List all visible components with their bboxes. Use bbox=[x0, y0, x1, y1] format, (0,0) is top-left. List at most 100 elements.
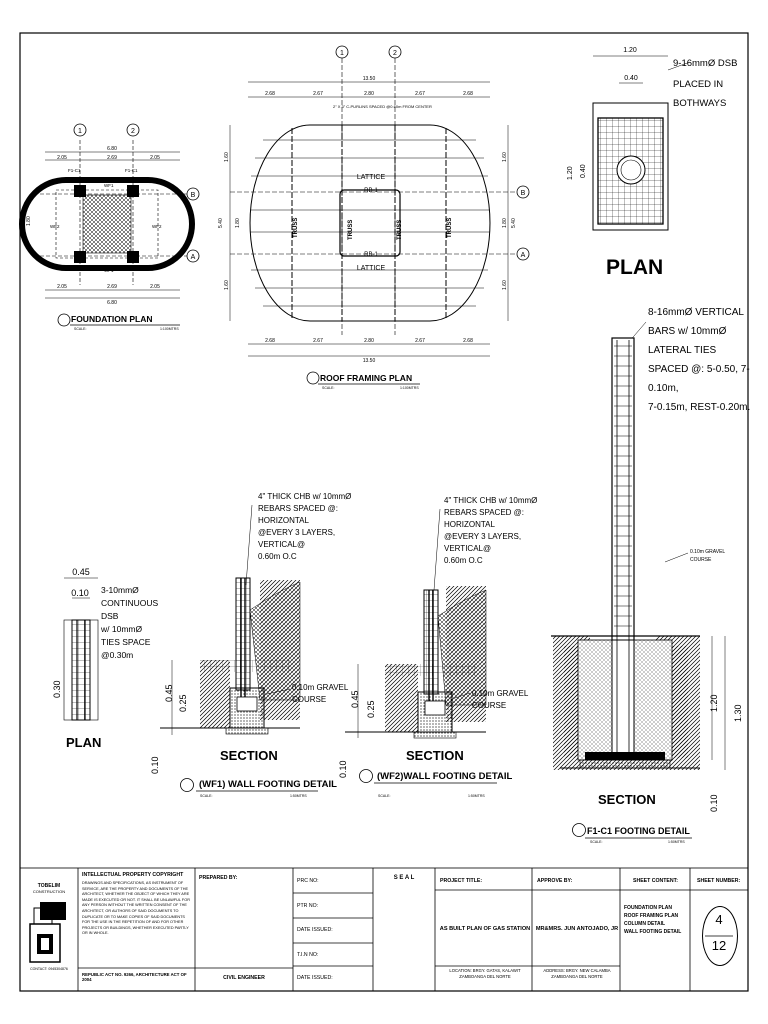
cp-dim-side-inner: 0.40 bbox=[580, 164, 587, 178]
rp-bdim-4: 2.67 bbox=[415, 338, 425, 344]
ip-text: DRAWINGS AND SPECIFICATIONS, AS INSTRUME… bbox=[82, 881, 190, 936]
wf1-note-1: 4" THICK CHB w/ 10mmØ bbox=[258, 492, 351, 501]
rp-dim-4: 2.67 bbox=[415, 91, 425, 97]
column-section: 8-16mmØ VERTICAL BARS w/ 10mmØ LATERAL T… bbox=[551, 307, 750, 844]
rp-grid-a: A bbox=[521, 252, 526, 259]
fp-grid-1 bbox=[73, 123, 87, 137]
rp-dim-1: 2.68 bbox=[265, 91, 275, 97]
fp-tag-wf1-b: WF1 bbox=[104, 268, 114, 273]
wf2-scale: 1:50MTRS bbox=[468, 794, 485, 798]
approve-label: APPROVE BY: bbox=[537, 878, 573, 884]
rp-scale-label: SCALE: bbox=[322, 386, 334, 390]
rp-scale: 1:100MTRS bbox=[400, 386, 419, 390]
wf2-detail-title: (WF2)WALL FOOTING DETAIL bbox=[377, 771, 512, 782]
wf2-note-6: 0.60m O.C bbox=[444, 556, 483, 565]
ip-footer: REPUBLIC ACT NO. 9266, ARCHITECTURE ACT … bbox=[82, 972, 187, 982]
rp-bdim-1: 2.68 bbox=[265, 338, 275, 344]
date-issued-2: DATE ISSUED: bbox=[297, 975, 333, 981]
fp-tag-wf2-a: WF2 bbox=[50, 224, 60, 229]
rp-rb-bottom: RB-1 bbox=[364, 252, 378, 258]
cs-gravel-1: 0.10m GRAVEL bbox=[690, 549, 725, 555]
wp-note-5: TIES SPACE bbox=[101, 637, 151, 647]
fp-tag-f1c1-b: F1-C1 bbox=[125, 168, 138, 173]
cs-note-4: SPACED @: 5-0.50, 7- bbox=[648, 364, 750, 375]
fp-title: FOUNDATION PLAN bbox=[71, 314, 153, 324]
fp-grid-a bbox=[186, 249, 200, 263]
wf2-note-3: HORIZONTAL bbox=[444, 520, 496, 529]
wf2-note-4: @EVERY 3 LAYERS, bbox=[444, 532, 521, 541]
wp-title: PLAN bbox=[66, 735, 101, 750]
prepared-by-label: PREPARED BY: bbox=[199, 875, 238, 881]
fp-grid-b-label: B bbox=[191, 192, 196, 199]
logo-text: TOBELIM bbox=[38, 883, 60, 889]
fp-tag-wf2-b: WF2 bbox=[152, 224, 162, 229]
company-logo: TOBELIM CONSTRUCTION CONTACT: 0945304876 bbox=[29, 883, 68, 971]
prc-label: PRC NO: bbox=[297, 878, 319, 884]
logo-footer: CONTACT: 0945304876 bbox=[30, 967, 68, 971]
rp-lattice-top: LATTICE bbox=[357, 174, 386, 181]
cs-note-3: LATERAL TIES bbox=[648, 345, 717, 356]
wf2-dim-c: 0.10 bbox=[338, 760, 348, 778]
fp-scale-label: SCALE: bbox=[74, 327, 86, 331]
wf1-note-3: HORIZONTAL bbox=[258, 516, 310, 525]
sheet-content-4: WALL FOOTING DETAIL bbox=[624, 929, 682, 935]
rp-truss-2: TRUSS bbox=[348, 220, 354, 240]
sheet-content-3: COLUMN DETAIL bbox=[624, 921, 666, 927]
fp-dim-1: 2.05 bbox=[57, 155, 67, 161]
project-title: AS BUILT PLAN OF GAS STATION bbox=[439, 926, 531, 932]
rp-title: ROOF FRAMING PLAN bbox=[320, 373, 412, 383]
wf1-note-4: @EVERY 3 LAYERS, bbox=[258, 528, 335, 537]
wp-note-1: 3-10mmØ bbox=[101, 585, 139, 595]
rp-grid-2: 2 bbox=[393, 50, 397, 57]
rp-side-r1: 1.60 bbox=[502, 152, 508, 162]
wf1-note-6: 0.60m O.C bbox=[258, 552, 297, 561]
rp-truss-4: TRUSS bbox=[447, 218, 453, 238]
cp-note-2: PLACED IN bbox=[673, 79, 723, 90]
cs-scale: 1:50MTRS bbox=[668, 840, 685, 844]
wf2-dim-b: 0.25 bbox=[366, 700, 376, 718]
rp-dim-2: 2.67 bbox=[313, 91, 323, 97]
rp-grid-b: B bbox=[521, 190, 526, 197]
sheet-total: 12 bbox=[711, 938, 727, 953]
wf1-note-2: REBARS SPACED @: bbox=[258, 504, 338, 513]
cp-dim-outer: 1.20 bbox=[623, 47, 637, 54]
rp-rb-top: RB-1 bbox=[364, 188, 378, 194]
fp-dim-3: 2.05 bbox=[150, 155, 160, 161]
fp-side-dim: 1.80 bbox=[26, 216, 32, 226]
tin-label: T.I.N NO: bbox=[297, 952, 319, 958]
rp-side-3: 1.60 bbox=[224, 280, 230, 290]
fp-bdim-2: 2.69 bbox=[107, 284, 117, 290]
approve-name: MR&MRS. JUN ANTOJADO, JR bbox=[535, 926, 619, 932]
wp-note-2: CONTINUOUS bbox=[101, 598, 158, 608]
rp-bdim-3: 2.80 bbox=[364, 338, 374, 344]
prepared-role: CIVIL ENGINEER bbox=[223, 975, 265, 981]
fp-bdim-3: 2.05 bbox=[150, 284, 160, 290]
fp-grid-a-label: A bbox=[191, 254, 196, 261]
roof-framing-plan: 13.50 2.68 2.67 2.80 2.67 2.68 1 2 B A bbox=[218, 45, 530, 390]
cp-dim-inner: 0.40 bbox=[624, 75, 638, 82]
cs-dim-depth: 1.20 bbox=[709, 694, 719, 712]
fp-bdim-1: 2.05 bbox=[57, 284, 67, 290]
fp-tag-wf1-a: WF1 bbox=[104, 183, 114, 188]
wp-dim-width: 0.45 bbox=[72, 567, 90, 577]
rp-side-total: 5.40 bbox=[218, 218, 224, 228]
wf1-scale-label: SCALE: bbox=[200, 794, 212, 798]
wf2-section: 4" THICK CHB w/ 10mmØ REBARS SPACED @: H… bbox=[338, 496, 537, 798]
sheet-number-circle bbox=[702, 906, 738, 966]
sheet-content-2: ROOF FRAMING PLAN bbox=[624, 913, 679, 919]
fp-scale: 1:100MTRS bbox=[160, 327, 179, 331]
rp-bdim-5: 2.68 bbox=[463, 338, 473, 344]
wf2-dim-a: 0.45 bbox=[350, 690, 360, 708]
wf1-dim-c: 0.10 bbox=[150, 756, 160, 774]
rp-truss-1: TRUSS bbox=[293, 218, 299, 238]
fp-tag-f1c1-a: F1-C1 bbox=[68, 168, 81, 173]
rp-side-r3: 1.60 bbox=[502, 280, 508, 290]
wf2-scale-label: SCALE: bbox=[378, 794, 390, 798]
wp-dim-inner: 0.10 bbox=[71, 588, 89, 598]
fp-grid-b bbox=[186, 187, 200, 201]
fp-bottom-overall: 6.80 bbox=[107, 300, 117, 306]
logo-sub: CONSTRUCTION bbox=[33, 889, 65, 894]
wf2-gravel-2: COURSE bbox=[472, 701, 506, 710]
wf2-note-2: REBARS SPACED @: bbox=[444, 508, 524, 517]
sheet-number-label: SHEET NUMBER: bbox=[697, 878, 741, 884]
